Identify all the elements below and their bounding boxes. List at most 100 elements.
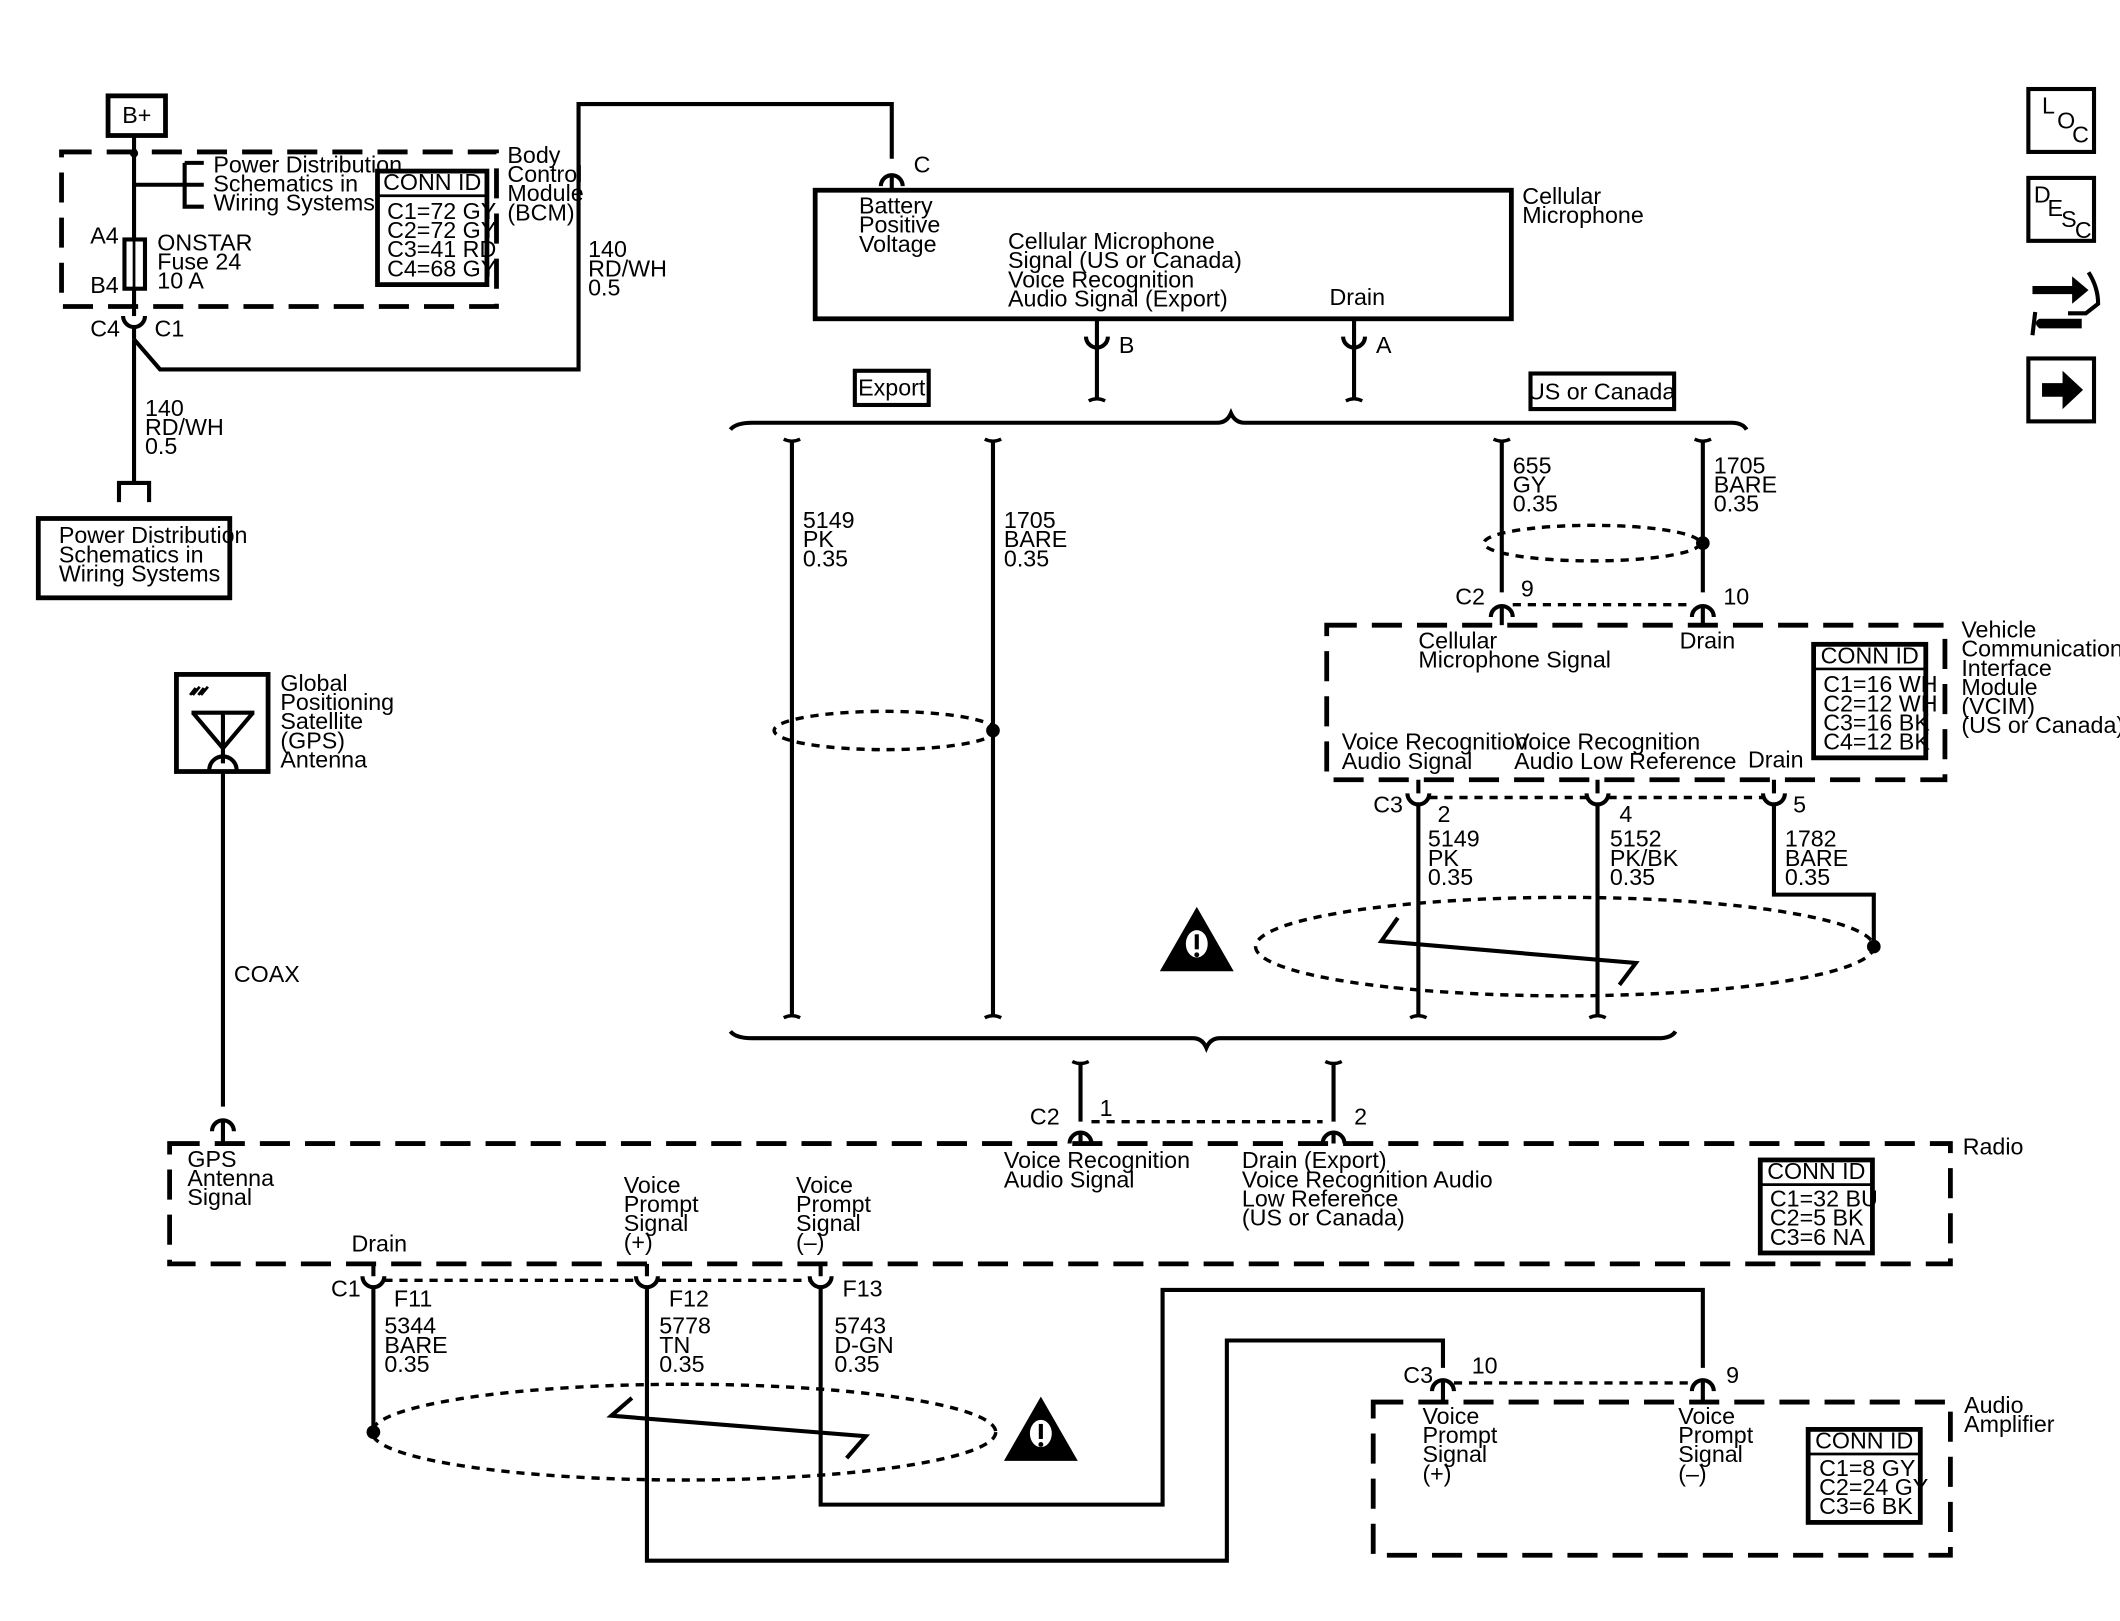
svg-text:Global: Global bbox=[280, 670, 347, 696]
svg-text:C: C bbox=[2075, 217, 2092, 243]
mic-pin-b: B bbox=[1119, 332, 1135, 358]
shield-vcim-bottom bbox=[1253, 895, 1876, 998]
svg-text:C2=12 WH: C2=12 WH bbox=[1823, 690, 1937, 716]
amp-conn-id-table bbox=[1805, 1427, 1923, 1525]
radio-pin-1: 1 bbox=[1100, 1095, 1113, 1121]
variant-us-canada-tag bbox=[1528, 371, 1677, 412]
desc-button[interactable]: D E S C bbox=[2026, 175, 2097, 243]
svg-text:Wiring Systems: Wiring Systems bbox=[213, 190, 374, 216]
power-distribution-reference-box[interactable] bbox=[35, 516, 233, 601]
warning-icon[interactable] bbox=[1003, 1396, 1078, 1461]
svg-text:1705: 1705 bbox=[1714, 452, 1766, 478]
svg-text:BARE: BARE bbox=[1785, 845, 1848, 871]
svg-text:C1=8 GY: C1=8 GY bbox=[1819, 1455, 1915, 1481]
svg-text:D-GN: D-GN bbox=[834, 1332, 893, 1358]
bcm-power-distribution-ref[interactable]: Power Distribution Schematics in Wiring … bbox=[213, 151, 402, 215]
svg-text:C4=12 BK: C4=12 BK bbox=[1823, 729, 1930, 755]
wire-1782-bare bbox=[1771, 805, 1876, 947]
svg-text:Microphone: Microphone bbox=[1522, 202, 1643, 228]
radio-pin-f11: F11 bbox=[394, 1285, 432, 1311]
vcim-pin-10: 10 bbox=[1723, 584, 1749, 610]
mic-battery-label: Battery Positive Voltage bbox=[859, 192, 940, 256]
svg-text:5344: 5344 bbox=[384, 1313, 436, 1339]
wire-5344-label: 5344 BARE 0.35 bbox=[384, 1313, 447, 1377]
arrow-right-icon[interactable] bbox=[2026, 356, 2097, 424]
svg-text:Voice Recognition: Voice Recognition bbox=[1342, 729, 1528, 755]
radio-conn-id-table bbox=[1757, 1157, 1875, 1256]
vcim-c3-label: C3 bbox=[1373, 792, 1403, 818]
vcim-pin-9: 9 bbox=[1521, 575, 1534, 601]
svg-text:Drain (Export): Drain (Export) bbox=[1242, 1147, 1387, 1173]
radio-drain-pin-label: Drain bbox=[352, 1231, 408, 1257]
svg-text:PK: PK bbox=[803, 526, 835, 552]
cellular-microphone-module bbox=[812, 187, 1514, 322]
variant-brace-top bbox=[728, 407, 1749, 431]
svg-text:140: 140 bbox=[588, 236, 627, 262]
svg-text:(+): (+) bbox=[1422, 1460, 1451, 1486]
vcim-pin-5: 5 bbox=[1793, 792, 1806, 818]
svg-text:CONN ID: CONN ID bbox=[1767, 1158, 1865, 1184]
svg-text:BARE: BARE bbox=[384, 1332, 447, 1358]
svg-text:C3=6 NA: C3=6 NA bbox=[1770, 1224, 1865, 1250]
svg-text:PK/BK: PK/BK bbox=[1610, 845, 1679, 871]
amp-vp-pos-label: Voice Prompt Signal (+) bbox=[1422, 1403, 1497, 1486]
svg-text:C1=32 BU: C1=32 BU bbox=[1770, 1185, 1878, 1211]
svg-text:Amplifier: Amplifier bbox=[1964, 1411, 2055, 1437]
loc-button[interactable]: L O C bbox=[2026, 86, 2097, 154]
variant-brace-bottom bbox=[728, 1029, 1678, 1054]
svg-text:O: O bbox=[2057, 108, 2075, 134]
svg-text:C3=41 RD: C3=41 RD bbox=[387, 236, 496, 262]
svg-text:RD/WH: RD/WH bbox=[588, 255, 667, 281]
svg-text:5149: 5149 bbox=[1428, 826, 1480, 852]
svg-text:(BCM): (BCM) bbox=[507, 199, 574, 225]
svg-text:0.35: 0.35 bbox=[1785, 864, 1830, 890]
schematic-icon[interactable] bbox=[2030, 271, 2101, 336]
svg-text:CONN ID: CONN ID bbox=[383, 169, 481, 195]
svg-text:Battery: Battery bbox=[859, 192, 933, 218]
svg-text:(–): (–) bbox=[1678, 1460, 1706, 1486]
bcm-pin-a4: A4 bbox=[90, 223, 119, 249]
svg-text:(VCIM): (VCIM) bbox=[1961, 693, 2035, 719]
svg-text:Voice Recognition Audio: Voice Recognition Audio bbox=[1242, 1166, 1493, 1192]
svg-text:Schematics in: Schematics in bbox=[59, 541, 204, 567]
svg-text:Prompt: Prompt bbox=[1678, 1422, 1753, 1448]
svg-text:0.35: 0.35 bbox=[1004, 545, 1049, 571]
wire-140-top-label: 140 RD/WH 0.5 bbox=[588, 236, 667, 300]
svg-text:Fuse 24: Fuse 24 bbox=[157, 249, 241, 275]
radio-vp-neg-label: Voice Prompt Signal (–) bbox=[796, 1172, 871, 1255]
svg-text:0.35: 0.35 bbox=[803, 545, 848, 571]
svg-text:D: D bbox=[2034, 182, 2051, 208]
svg-text:Voice: Voice bbox=[1422, 1403, 1479, 1429]
svg-text:Signal (US or Canada): Signal (US or Canada) bbox=[1008, 247, 1242, 273]
battery-source-label: B+ bbox=[122, 102, 151, 128]
svg-text:0.35: 0.35 bbox=[1610, 864, 1655, 890]
svg-text:S: S bbox=[2061, 206, 2077, 232]
svg-text:Voice Recognition: Voice Recognition bbox=[1008, 266, 1194, 292]
svg-text:C1=72 GY: C1=72 GY bbox=[387, 198, 496, 224]
wire-140-rd-wh-mic bbox=[132, 102, 894, 372]
bcm-module-outline bbox=[59, 149, 499, 309]
vcim-conn-id-table bbox=[1811, 641, 1929, 761]
svg-text:Microphone Signal: Microphone Signal bbox=[1418, 647, 1611, 673]
svg-text:140: 140 bbox=[145, 395, 184, 421]
warning-icon[interactable] bbox=[1159, 906, 1234, 972]
bcm-pin-b4: B4 bbox=[90, 272, 119, 298]
svg-text:Module: Module bbox=[1961, 674, 2037, 700]
svg-text:C2=72 GY: C2=72 GY bbox=[387, 217, 496, 243]
svg-text:Export: Export bbox=[858, 374, 926, 400]
svg-text:Audio Signal: Audio Signal bbox=[1004, 1166, 1135, 1192]
svg-text:Voice Recognition: Voice Recognition bbox=[1514, 729, 1700, 755]
svg-text:ONSTAR: ONSTAR bbox=[157, 229, 252, 255]
svg-text:Cellular: Cellular bbox=[1522, 183, 1601, 209]
svg-text:(–): (–) bbox=[796, 1229, 824, 1255]
vcim-drain-top: Drain bbox=[1680, 627, 1736, 653]
svg-text:Power Distribution: Power Distribution bbox=[213, 151, 402, 177]
svg-text:0.5: 0.5 bbox=[588, 275, 620, 301]
coax-label: COAX bbox=[234, 961, 300, 987]
variant-export-tag bbox=[852, 368, 931, 408]
svg-text:BARE: BARE bbox=[1714, 471, 1777, 497]
audio-amplifier-outline bbox=[1370, 1399, 1953, 1558]
radio-vp-pos-label: Voice Prompt Signal (+) bbox=[624, 1172, 699, 1255]
svg-text:Voice: Voice bbox=[624, 1172, 681, 1198]
shield-radio-bottom bbox=[370, 1382, 998, 1482]
